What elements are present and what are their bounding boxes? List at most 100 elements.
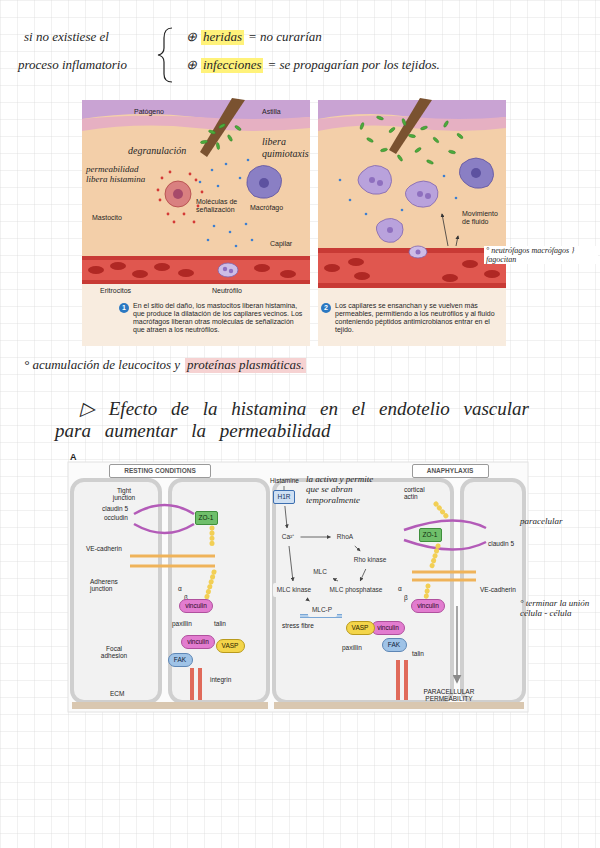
endothelium-figure: [396, 660, 400, 700]
inflammation-illustration-1: [82, 260, 310, 280]
highlighted-word: infecciones: [201, 58, 263, 73]
inflammation-illustration-2: [484, 270, 500, 278]
part-label: Neutrófilo: [212, 287, 242, 295]
subunit-label: α: [178, 585, 182, 592]
inflammation-illustration-1: [173, 221, 176, 224]
inflammation-illustration-1: [234, 125, 242, 132]
connector-arrow: [285, 506, 287, 528]
node-text: MLC kinase: [277, 586, 311, 593]
inflammation-illustration-1: [159, 199, 162, 202]
highlighted-word: proteínas plasmáticas.: [185, 358, 306, 373]
inflammation-illustration-1: [223, 267, 227, 271]
node-text: FAK: [388, 641, 400, 648]
inflammation-illustration-2: [376, 115, 384, 120]
inflammation-illustration-1: [132, 270, 148, 278]
endothelium-figure: [68, 462, 528, 712]
inflammation-illustration-1: [189, 173, 192, 176]
part-label: claudin 5: [488, 540, 514, 547]
endothelium-figure: [198, 668, 202, 700]
receptor-box: H1R: [273, 490, 295, 504]
endothelium-figure: [404, 540, 486, 550]
handwritten-note: libera quimiotaxis: [262, 136, 312, 159]
inflammation-illustration-1: [157, 189, 160, 192]
inflammation-illustration-2: [318, 253, 506, 283]
pathway-step: MLC kinase: [273, 583, 316, 597]
inflammation-illustration-2: [442, 274, 458, 282]
inflammation-illustration-1: [167, 213, 170, 216]
highlighted-word: heridas: [201, 30, 244, 45]
inflammation-illustration-1: [208, 129, 216, 134]
part-label: Macrófago: [250, 204, 283, 212]
inflammation-illustration-2: [414, 147, 422, 154]
node-text: H1R: [277, 493, 290, 500]
handwritten-note: degranulación: [128, 145, 186, 157]
connector-arrow: [301, 537, 331, 538]
inflammation-illustration-2: [388, 127, 395, 134]
part-label: Adherens junction: [90, 578, 128, 593]
inflammation-illustration-2: [432, 136, 439, 143]
node-text: RESTING CONDITIONS: [124, 467, 196, 474]
part-label: integrin: [210, 676, 231, 683]
endothelium-figure: [206, 528, 214, 600]
node-text: Ca²⁺: [282, 533, 294, 540]
inflammation-illustration-2: [366, 137, 374, 143]
inflammation-illustration-2: [354, 272, 370, 280]
part-label: claudin 5: [102, 505, 128, 512]
part-label: Focal adhesion: [98, 645, 130, 660]
inflammation-illustration-1: [247, 159, 250, 162]
endothelium-figure: [462, 480, 524, 702]
inflammation-illustration-1: [227, 134, 233, 142]
inflammation-illustration-1: [247, 165, 282, 198]
inflammation-illustration-1: [213, 225, 216, 228]
part-label: Moléculas de señalización: [196, 198, 242, 214]
node-text: vinculin: [417, 602, 439, 609]
endothelium-figure: [170, 480, 268, 702]
inflammation-illustration-1: [216, 142, 220, 150]
inflammation-illustration-1: [165, 181, 191, 207]
part-label: talin: [214, 620, 226, 627]
endothelium-figure: [412, 571, 476, 574]
inflammation-illustration-2: [443, 175, 446, 178]
endothelium-figure: [404, 520, 486, 530]
part-label: Tight junction: [108, 487, 140, 502]
protein-oval: vinculin: [179, 599, 213, 613]
protein-oval: FAK: [168, 653, 193, 667]
inflammation-illustration-1: [251, 239, 254, 242]
endothelium-figure: [68, 462, 528, 712]
node-text: RhoA: [337, 533, 353, 540]
inflammation-illustration-1: [154, 263, 170, 271]
inflammation-illustration-2: [389, 98, 432, 154]
part-label: paxillin: [172, 620, 192, 627]
inflammation-illustration-1: [193, 221, 196, 224]
inflammation-illustration-2: [471, 168, 481, 178]
inflammation-illustration-2: [318, 288, 506, 346]
node-text: FAK: [174, 656, 186, 663]
inflammation-illustration-2: [442, 214, 448, 246]
node-text: ZO-1: [199, 514, 214, 521]
inflammation-illustration-1: [82, 98, 310, 346]
inflammation-illustration-1: [173, 189, 183, 199]
section-heading: ▷ Efecto de la histamina en el endotelio…: [55, 398, 567, 442]
protein-oval: FAK: [382, 638, 407, 652]
inflammation-illustration-2: [358, 165, 392, 194]
inflammation-illustration-2: [369, 177, 375, 183]
inflammation-illustration-1: [229, 231, 232, 234]
note-text: proceso inflamatorio: [18, 58, 127, 73]
part-label: Capilar: [270, 240, 292, 248]
connector-arrow: [289, 546, 293, 581]
inflammation-illustration-1: [225, 163, 228, 166]
inflammation-illustration-1: [280, 270, 296, 278]
node-text: ANAPHYLAXIS: [427, 467, 474, 474]
protein-box: ZO-1: [419, 528, 442, 542]
connector-arrow: [333, 579, 338, 582]
inflammation-illustration-2: [380, 148, 388, 153]
part-label: PARACELLULAR PERMEABILITY: [414, 688, 484, 703]
inflammation-illustration-1: [183, 213, 186, 216]
part-label: Patógeno: [134, 108, 164, 116]
inflammation-illustration-2: [401, 209, 404, 212]
panel-letter: A: [70, 452, 77, 462]
inflammation-illustration-1: [245, 223, 248, 226]
protein-box: ZO-1: [195, 511, 218, 525]
